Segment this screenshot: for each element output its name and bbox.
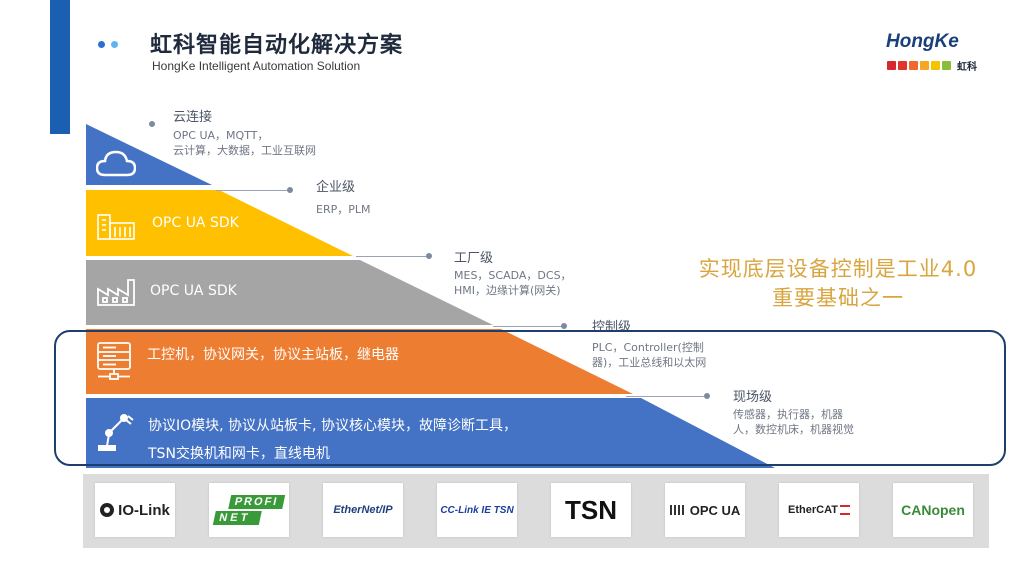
title-dots	[98, 33, 124, 52]
band-field	[86, 398, 775, 468]
band-field-label-line2: TSN交换机和网卡，直线电机	[148, 446, 330, 462]
level-cloud-marker	[149, 121, 155, 127]
band-control-label: 工控机，协议网关，协议主站板，继电器	[147, 347, 399, 363]
callout-line1: 实现底层设备控制是工业4.0	[698, 257, 978, 281]
ethercat-logo: EtherCAT	[779, 483, 859, 537]
band-factory-label: OPC UA SDK	[150, 283, 237, 299]
ethernet-ip-logo: EtherNet/IP	[323, 483, 403, 537]
level-cloud-desc2: 云计算，大数据，工业互联网	[173, 144, 316, 157]
level-factory-title: 工厂级	[454, 251, 494, 266]
band-control	[86, 329, 633, 394]
opc-ua-mark-icon	[669, 505, 686, 515]
level-factory-desc2: HMI，边缘计算(网关)	[454, 284, 561, 297]
band-field-label-line1: 协议IO模块, 协议从站板卡, 协议核心模块，故障诊断工具，	[148, 418, 517, 434]
cloud-icon	[96, 150, 136, 177]
level-control-marker	[561, 323, 567, 329]
server-rack-icon	[97, 342, 131, 380]
opc-ua-logo: OPC UA	[665, 483, 745, 537]
level-enterprise-title: 企业级	[316, 180, 356, 195]
level-cloud-title: 云连接	[173, 110, 213, 125]
accent-bar	[50, 0, 70, 134]
band-cloud	[86, 124, 212, 185]
pyramid-chart	[86, 124, 775, 468]
level-field-desc2: 人，数控机床，机器视觉	[733, 423, 854, 436]
band-enterprise-label: OPC UA SDK	[152, 215, 239, 231]
building-icon	[97, 214, 135, 240]
page-title: 虹科智能自动化解决方案	[150, 33, 404, 58]
robot-arm-icon	[98, 414, 134, 451]
level-control-desc1: PLC，Controller(控制	[592, 341, 704, 354]
band-factory	[86, 260, 493, 325]
protocol-logo-strip: IO-Link PROFI NET EtherNet/IP CC-Link IE…	[83, 474, 989, 548]
level-control-desc2: 器)，工业总线和以太网	[592, 356, 707, 369]
page-subtitle: HongKe Intelligent Automation Solution	[152, 59, 361, 73]
callout-text: 实现底层设备控制是工业4.0 重要基础之一	[652, 255, 1024, 313]
level-enterprise-marker	[287, 187, 293, 193]
brand-logo: HongKe	[886, 31, 959, 52]
factory-icon	[97, 279, 135, 306]
level-field-title: 现场级	[733, 390, 773, 405]
level-enterprise-leader	[216, 190, 290, 191]
band-enterprise	[86, 190, 353, 256]
level-cloud-desc1: OPC UA，MQTT，	[173, 129, 269, 142]
brand-color-strip: 虹科	[887, 55, 977, 74]
level-field-desc1: 传感器，执行器，机器	[733, 408, 843, 421]
io-link-logo: IO-Link	[95, 483, 175, 537]
callout-line2: 重要基础之一	[772, 286, 904, 310]
brand-cn: 虹科	[957, 62, 977, 73]
ethercat-arrow-icon	[839, 505, 850, 515]
tsn-logo: TSN	[551, 483, 631, 537]
cc-link-ie-tsn-logo: CC-Link IE TSN	[437, 483, 517, 537]
level-field-leader	[626, 396, 706, 397]
profinet-logo: PROFI NET	[209, 483, 289, 537]
level-field-marker	[704, 393, 710, 399]
level-enterprise-desc1: ERP，PLM	[316, 203, 371, 216]
canopen-logo: CANopen	[893, 483, 973, 537]
level-factory-desc1: MES，SCADA，DCS，	[454, 269, 572, 282]
level-control-leader	[493, 326, 563, 327]
level-factory-marker	[426, 253, 432, 259]
highlight-box	[54, 330, 1006, 466]
level-factory-leader	[356, 256, 428, 257]
